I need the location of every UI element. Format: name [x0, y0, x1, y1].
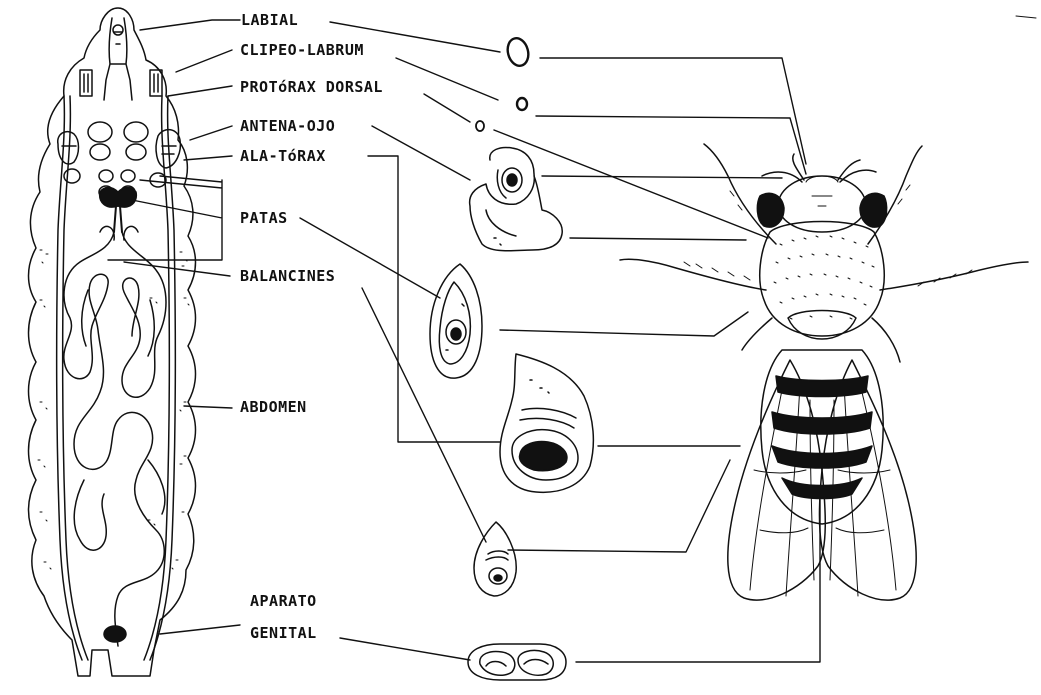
genital-disc-larva: [104, 626, 126, 642]
adult-fly-drawing: [620, 144, 1028, 600]
fly-leg-mid-left: [620, 259, 766, 290]
conn-labial: [540, 58, 806, 164]
larva-brain: [100, 188, 137, 208]
conn-patas: [500, 312, 748, 336]
conn-protorax: [494, 130, 768, 238]
label-protorax-dorsal: PROTóRAX DORSAL: [240, 79, 383, 96]
leader-labial-larva: [140, 20, 240, 30]
label-balancines: BALANCINES: [240, 268, 335, 285]
ala-disc: [500, 354, 593, 492]
patas-disc-larva-1: [99, 170, 113, 182]
leader-genital-disc: [340, 638, 470, 660]
leader-ala-larva: [184, 156, 232, 160]
balancines-disc: [474, 522, 516, 596]
antena-ojo-disc: [470, 148, 563, 251]
fly-abdomen-bands: [772, 376, 872, 499]
conn-clipeo: [536, 116, 806, 174]
leader-lines: [108, 20, 500, 660]
conn-balancines: [508, 460, 730, 552]
fly-eye-left: [757, 193, 784, 227]
antena-ojo-disc-larva-left: [88, 122, 112, 142]
leader-balancines-disc: [362, 288, 486, 542]
leader-protorax-disc: [424, 94, 470, 122]
antena-ojo-disc-larva-right: [124, 122, 148, 142]
leader-antena-disc: [372, 126, 470, 180]
conn-antena-1: [542, 176, 782, 178]
leader-genital-larva: [160, 625, 240, 634]
larva-head-skeleton: [104, 18, 132, 100]
fly-connector-lines: [494, 58, 820, 662]
conn-genital: [576, 500, 820, 662]
leader-balancines-larva: [124, 262, 230, 276]
conn-antena-2: [570, 238, 746, 240]
genital-disc: [468, 644, 566, 680]
fly-leg-mid-right: [880, 262, 1028, 290]
fly-antenna-right: [838, 160, 876, 182]
fly-thorax-bristles: [774, 236, 874, 319]
label-abdomen: ABDOMEN: [240, 399, 307, 416]
leader-clipeo-disc: [396, 58, 498, 100]
leader-antena-larva: [190, 126, 232, 140]
labial-disc-larva: [113, 25, 123, 35]
larva-drawing: [29, 8, 196, 676]
label-ala-torax: ALA-TóRAX: [240, 148, 326, 165]
labial-disc: [505, 36, 532, 68]
fly-leg-hind-right: [872, 318, 900, 362]
larva-outline: [29, 8, 196, 676]
larva-gut: [64, 232, 164, 646]
leader-protorax-larva: [168, 86, 232, 96]
label-genital: GENITAL: [250, 625, 317, 642]
stray-mark: [1016, 16, 1036, 18]
label-antena-ojo: ANTENA-OJO: [240, 118, 335, 135]
label-aparato: APARATO: [250, 593, 317, 610]
protorax-disc-larva: [150, 70, 162, 96]
fly-thorax: [760, 222, 885, 337]
clipeo-disc: [517, 98, 527, 110]
imaginal-discs: [430, 36, 593, 680]
clipeo-disc-larva: [80, 70, 92, 96]
balancines-disc-larva: [100, 226, 138, 240]
leader-patas-disc: [300, 218, 440, 298]
label-labial: LABIAL: [241, 12, 298, 29]
leader-ala-disc: [368, 156, 500, 442]
leader-clipeo-larva: [176, 50, 232, 72]
patas-disc: [430, 264, 482, 378]
fly-leg-hind-left: [742, 318, 772, 350]
protorax-disc: [476, 121, 484, 131]
fly-scutellum: [788, 311, 856, 340]
label-clipeo-labrum: CLIPEO-LABRUM: [240, 42, 364, 59]
label-patas: PATAS: [240, 210, 288, 227]
